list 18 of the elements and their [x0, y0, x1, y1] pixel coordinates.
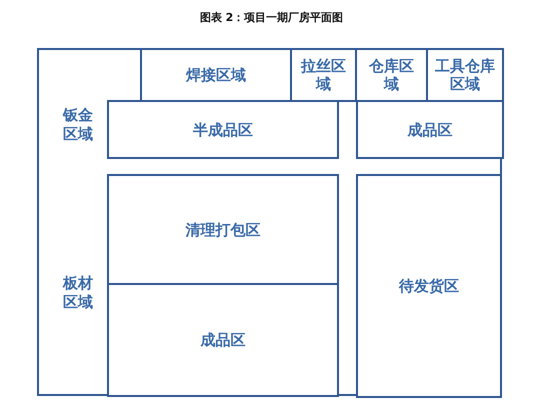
area-label: 钣金区域 — [62, 106, 94, 144]
area-box — [107, 100, 339, 159]
area-label: 拉丝区域 — [300, 57, 347, 93]
area-label: 待发货区 — [399, 277, 459, 295]
area-label: 仓库区域 — [368, 57, 415, 93]
area-box — [356, 100, 504, 159]
floor-plan-outline — [37, 48, 502, 396]
area-label: 焊接区域 — [186, 66, 246, 84]
area-box — [107, 283, 339, 397]
area-label: 清理打包区 — [186, 220, 260, 238]
area-box — [356, 174, 502, 398]
area-label: 板材区域 — [62, 274, 94, 312]
area-label: 工具仓库区域 — [434, 57, 496, 93]
area-label: 成品区 — [408, 120, 452, 138]
diagram-title: 图表 2：项目一期厂房平面图 — [198, 10, 344, 25]
area-box — [107, 174, 339, 285]
area-label: 成品区 — [200, 331, 246, 349]
area-label: 半成品区 — [193, 120, 253, 138]
